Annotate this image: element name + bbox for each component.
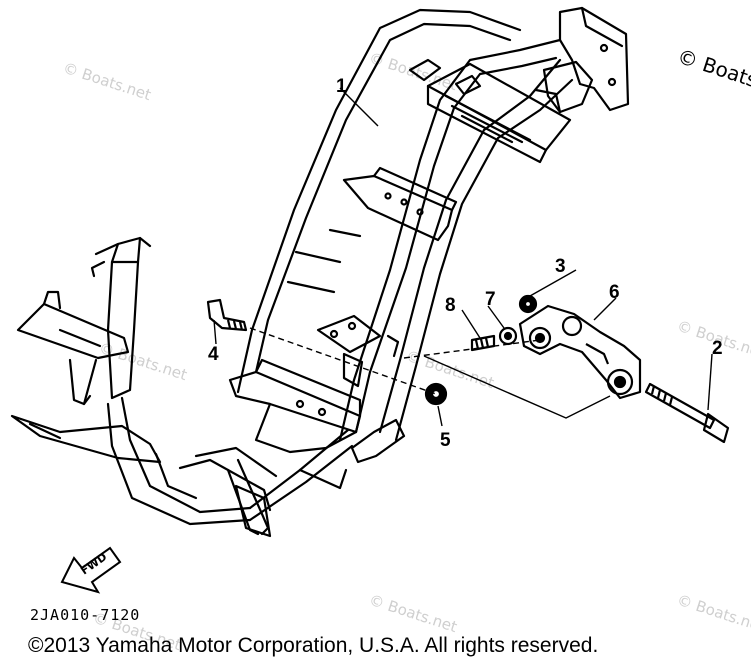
watermark-text: © Boats.net	[61, 59, 154, 104]
engine-hanger-parts	[206, 294, 730, 444]
watermark-text: © Boats.net	[675, 591, 751, 636]
main-frame-drawing	[10, 6, 630, 538]
callout-numbers: 1 2 3 4 5 6 7 8	[208, 76, 723, 451]
callout-8: 8	[445, 295, 456, 316]
watermarks: © Boats.net © Boats.net © Boats.net © Bo…	[61, 44, 751, 654]
callout-4: 4	[208, 344, 219, 365]
copyright-notice: ©2013 Yamaha Motor Corporation, U.S.A. A…	[28, 634, 599, 657]
callout-6: 6	[609, 282, 620, 303]
watermark-corner-text: © Boats	[674, 44, 751, 92]
watermark-text: © Boats.net	[404, 347, 497, 392]
leader-lines	[213, 87, 713, 427]
diagram-code: 2JA010-7120	[30, 606, 140, 624]
callout-1: 1	[336, 76, 347, 97]
callout-7: 7	[485, 289, 496, 310]
part-2-bolt	[644, 382, 716, 430]
part-6-hanger	[518, 304, 642, 400]
watermark-text: © Boats.net	[367, 591, 460, 636]
callout-3: 3	[555, 256, 566, 277]
callout-5: 5	[440, 430, 451, 451]
fwd-arrow: FWD	[60, 546, 122, 594]
part-4-bolt	[206, 298, 248, 332]
callout-2: 2	[712, 338, 723, 359]
